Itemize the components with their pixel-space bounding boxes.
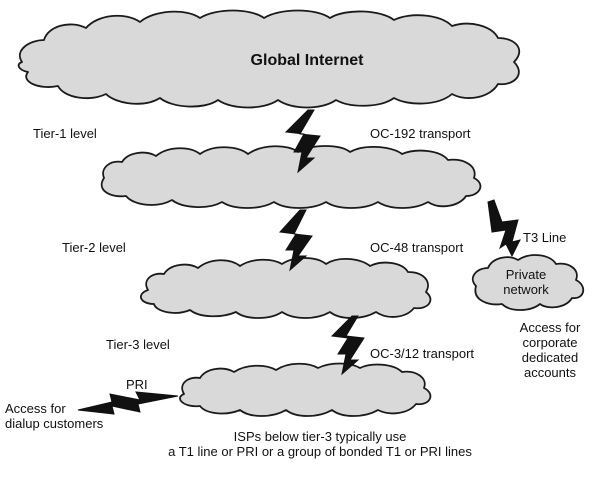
tier1-label: Tier-1 level — [33, 126, 97, 141]
corporate-note-line-1: Access for — [519, 320, 581, 335]
tier2-cloud — [140, 257, 432, 319]
tier2-label: Tier-2 level — [62, 240, 126, 255]
global-internet-cloud — [17, 9, 520, 109]
oc48-label: OC-48 transport — [370, 240, 464, 255]
pri-label: PRI — [126, 377, 148, 392]
corporate-access-note: Access for corporate dedicated accounts — [500, 320, 600, 380]
bolt-tier1-tier2 — [278, 209, 313, 272]
bolt-global-tier1 — [284, 109, 321, 174]
bottom-note-line-2: a T1 line or PRI or a group of bonded T1… — [168, 444, 472, 459]
dialup-access-note: Access for dialup customers — [5, 401, 103, 431]
t3-line-label: T3 Line — [523, 230, 567, 245]
global-internet-label: Global Internet — [250, 52, 364, 69]
dialup-note-line-1: Access for — [5, 401, 66, 416]
bolt-tier1-private — [487, 199, 521, 258]
private-network-label: Private network — [486, 267, 566, 297]
tier3-label: Tier-3 level — [106, 337, 170, 352]
oc312-label: OC-3/12 transport — [370, 346, 475, 361]
oc192-label: OC-192 transport — [370, 126, 471, 141]
bottom-note: ISPs below tier-3 typically use a T1 lin… — [150, 429, 490, 459]
bolt-dialup-tier3 — [77, 391, 179, 415]
corporate-note-line-4: accounts — [523, 365, 577, 380]
dialup-note-line-2: dialup customers — [5, 416, 104, 431]
tier1-cloud — [100, 145, 482, 209]
bottom-note-line-1: ISPs below tier-3 typically use — [233, 429, 407, 444]
private-network-line-1: Private — [505, 267, 547, 282]
corporate-note-line-2: corporate — [522, 335, 578, 350]
corporate-note-line-3: dedicated — [521, 350, 579, 365]
bolt-tier2-tier3 — [330, 315, 365, 376]
private-network-line-2: network — [503, 282, 549, 297]
tier3-cloud — [179, 362, 432, 417]
private-network-cloud — [471, 254, 585, 311]
